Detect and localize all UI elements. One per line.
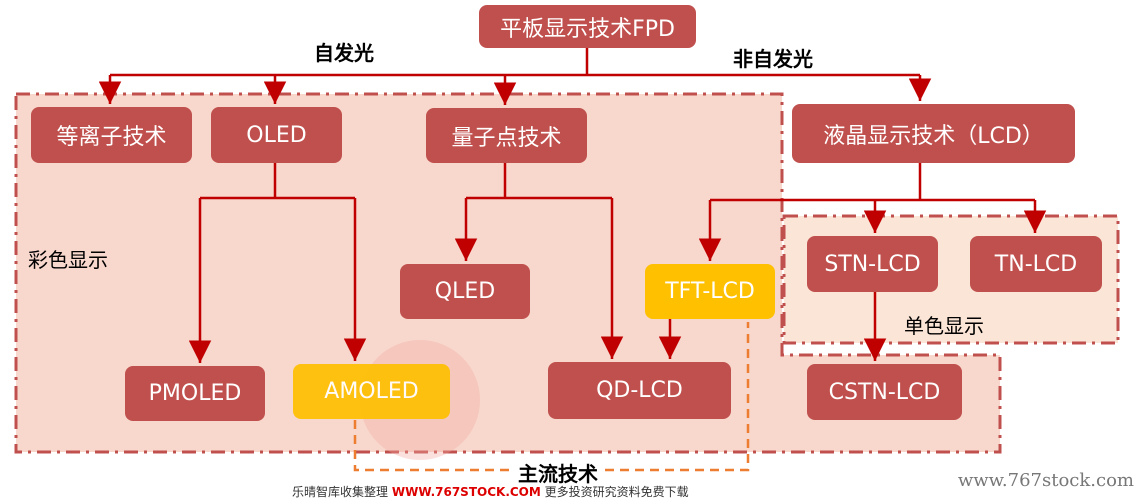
footer-prefix: 乐晴智库收集整理 [292, 485, 389, 499]
node-fpd: 平板显示技术FPD [479, 5, 696, 48]
node-quantum-dot: 量子点技术 [426, 108, 587, 163]
watermark: www.767stock.com [957, 470, 1134, 491]
label-mono-display: 单色显示 [904, 314, 984, 338]
node-amoled: AMOLED [293, 364, 450, 419]
node-tn-lcd: TN-LCD [970, 236, 1102, 292]
footer-suffix: 更多投资研究资料免费下载 [544, 485, 689, 499]
label-emissive: 自发光 [314, 41, 374, 65]
node-lcd: 液晶显示技术（LCD） [792, 104, 1075, 163]
node-qd-lcd: QD-LCD [548, 362, 731, 419]
node-oled: OLED [211, 107, 342, 163]
footer-site: WWW.767STOCK.COM [391, 485, 541, 499]
label-mainstream: 主流技术 [515, 458, 601, 487]
connectors [98, 48, 1047, 363]
node-pmoled: PMOLED [125, 366, 265, 421]
node-qled: QLED [400, 264, 530, 319]
label-non-emissive: 非自发光 [733, 47, 813, 71]
node-stn-lcd: STN-LCD [807, 236, 938, 292]
node-plasma: 等离子技术 [31, 107, 192, 163]
node-cstn-lcd: CSTN-LCD [807, 364, 962, 420]
label-color-display: 彩色显示 [28, 248, 108, 272]
node-tft-lcd: TFT-LCD [645, 264, 775, 319]
footer: 乐晴智库收集整理 WWW.767STOCK.COM 更多投资研究资料免费下载 [292, 483, 689, 500]
